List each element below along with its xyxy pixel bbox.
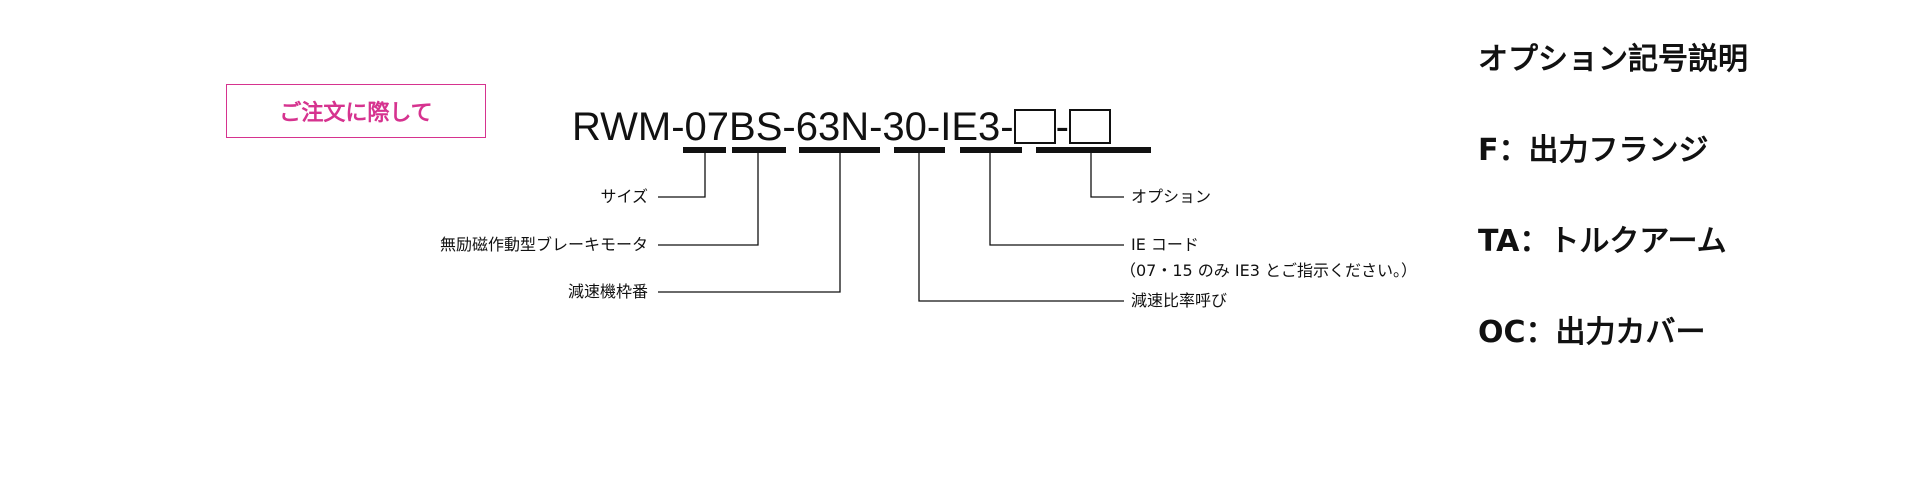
- legend-item-f: F：出力フランジ: [1478, 133, 1709, 168]
- leader-frame: [658, 153, 841, 293]
- underline-option: [1036, 147, 1151, 153]
- label-option: オプション: [1131, 187, 1212, 206]
- option-box-2: [1068, 109, 1111, 144]
- underline-ie-code: [960, 147, 1022, 153]
- underline-size: [683, 147, 726, 153]
- segment-underlines: [683, 147, 1151, 153]
- label-frame: 減速機枠番: [567, 282, 648, 301]
- legend-item-oc: OC：出力カバー: [1478, 315, 1706, 350]
- legend-item-ta: TA：トルクアーム: [1478, 224, 1727, 259]
- order-note-label: ご注文に際して: [279, 101, 433, 126]
- underline-ratio: [894, 147, 945, 153]
- underline-frame: [799, 147, 880, 153]
- model-separator: -: [1055, 105, 1069, 149]
- model-code-text: RWM-07BS-63N-30-IE3-: [572, 105, 1014, 149]
- leader-ie-code: [989, 153, 1124, 246]
- underline-brake-motor: [732, 147, 786, 153]
- label-brake-motor: 無励磁作動型ブレーキモータ: [439, 235, 648, 254]
- leader-lines: [658, 153, 1124, 302]
- order-note-button[interactable]: ご注文に際して: [226, 84, 486, 138]
- label-size: サイズ: [600, 187, 648, 206]
- label-ie-code: IE コード: [1131, 235, 1199, 254]
- legend-title: オプション記号説明: [1478, 42, 1748, 77]
- model-code: RWM-07BS-63N-30-IE3--: [572, 99, 1111, 155]
- leader-brake-motor: [658, 153, 759, 246]
- leader-option: [1090, 153, 1124, 198]
- label-ratio: 減速比率呼び: [1131, 291, 1228, 310]
- leader-size: [658, 153, 706, 198]
- option-box-1: [1013, 109, 1056, 144]
- label-ie-note: （07・15 のみ IE3 とご指示ください。）: [1120, 261, 1417, 280]
- leader-ratio: [918, 153, 1124, 302]
